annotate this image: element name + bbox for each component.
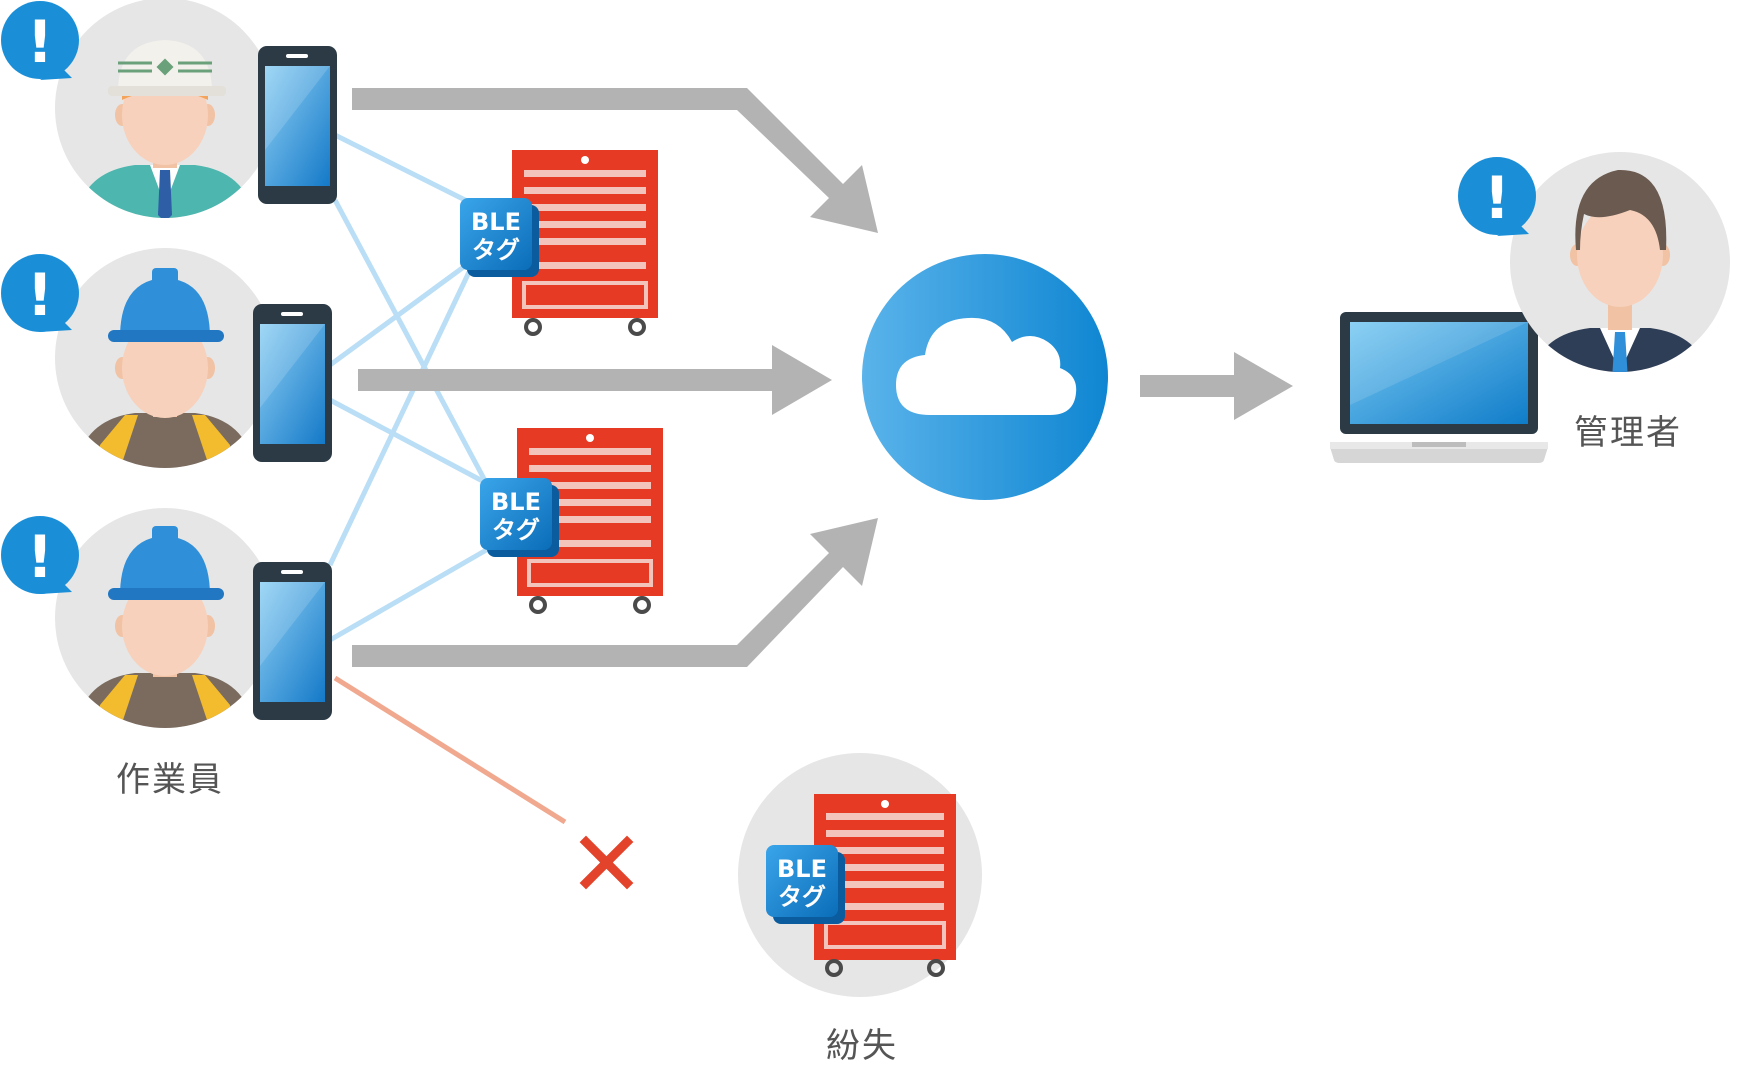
flow-arrows bbox=[352, 88, 1293, 667]
worker-supervisor bbox=[55, 0, 275, 218]
alert-bubble-worker-2: ! bbox=[1, 254, 79, 332]
smartphone-icon bbox=[253, 304, 332, 462]
ble-tag-line2: タグ bbox=[778, 883, 826, 911]
alert-mark: ! bbox=[27, 8, 53, 76]
smartphone-icon bbox=[253, 562, 332, 720]
alert-mark: ! bbox=[1484, 164, 1510, 232]
ble-tag-3: BLE タグ bbox=[766, 845, 845, 924]
smartphone-icon bbox=[258, 46, 337, 204]
ble-tag-line2: タグ bbox=[492, 516, 540, 544]
ble-tag-line1: BLE bbox=[777, 855, 827, 883]
alert-bubble-worker-3: ! bbox=[1, 516, 79, 594]
ble-link-lines bbox=[327, 132, 497, 643]
ble-tag-2: BLE タグ bbox=[480, 478, 559, 557]
businessman-icon bbox=[1510, 152, 1730, 372]
lost-toolbox: BLE タグ bbox=[738, 753, 982, 997]
cross-icon bbox=[579, 835, 634, 890]
laptop-icon bbox=[1330, 312, 1548, 463]
arrow-middle bbox=[358, 345, 832, 415]
alert-bubble-manager: ! bbox=[1458, 157, 1536, 236]
worker-hardhat-3 bbox=[55, 508, 275, 728]
ble-tag-line1: BLE bbox=[491, 488, 541, 516]
worker-hardhat-2 bbox=[55, 248, 275, 468]
workers-label: 作業員 bbox=[116, 760, 224, 800]
arrow-to-manager bbox=[1140, 352, 1293, 420]
arrow-top bbox=[352, 88, 878, 233]
cloud-icon bbox=[862, 254, 1108, 500]
arrow-bottom bbox=[352, 518, 878, 667]
alert-mark: ! bbox=[27, 523, 53, 591]
ble-tag-1: BLE タグ bbox=[460, 198, 539, 277]
alert-mark: ! bbox=[27, 261, 53, 329]
lost-label: 紛失 bbox=[826, 1026, 898, 1066]
ble-tag-line1: BLE bbox=[471, 208, 521, 236]
manager-label: 管理者 bbox=[1574, 413, 1682, 453]
lost-link-line bbox=[333, 675, 567, 825]
alert-bubble-worker-1: ! bbox=[1, 1, 79, 80]
ble-tag-line2: タグ bbox=[472, 236, 520, 264]
